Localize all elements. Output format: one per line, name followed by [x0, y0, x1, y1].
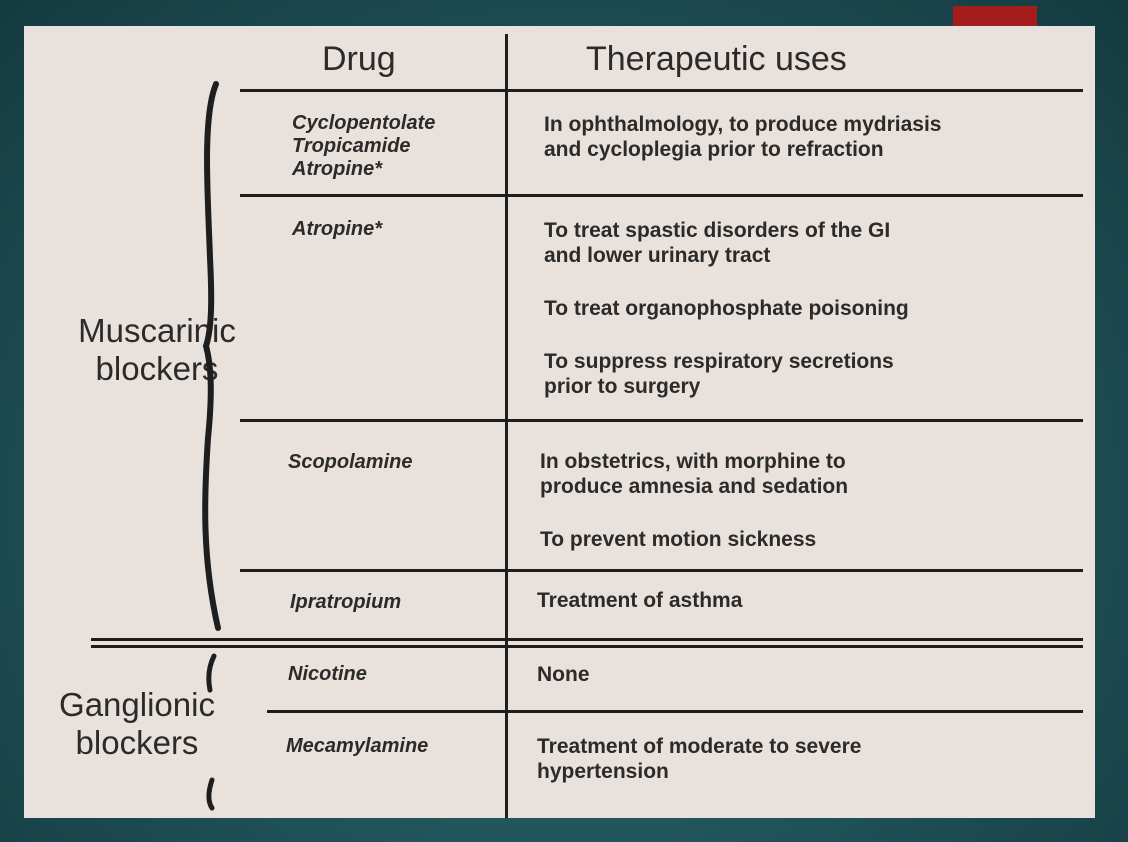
- row-rule: [240, 194, 1083, 197]
- drug-cell: Scopolamine: [288, 451, 413, 473]
- drug-cell: Atropine*: [292, 218, 382, 240]
- header-therapeutic-uses: Therapeutic uses: [586, 40, 847, 78]
- muscarinic-brace-icon: [202, 81, 221, 631]
- row-rule: [240, 569, 1083, 572]
- group-label-ganglionic: Ganglionic blockers: [59, 686, 215, 761]
- use-cell: None: [537, 663, 590, 686]
- use-cell: To prevent motion sickness: [540, 528, 817, 551]
- use-cell: To suppress respiratory secretions prior…: [544, 350, 894, 398]
- drug-cell: Cyclopentolate Tropicamide Atropine*: [292, 112, 436, 180]
- use-cell: To treat organophosphate poisoning: [544, 297, 909, 320]
- header-rule: [240, 89, 1083, 92]
- column-divider: [505, 34, 508, 818]
- use-cell: To treat spastic disorders of the GI and…: [544, 219, 891, 267]
- row-rule: [267, 710, 1083, 713]
- drug-cell: Nicotine: [288, 663, 367, 685]
- drug-cell: Mecamylamine: [286, 735, 429, 757]
- group-separator-rule: [91, 645, 1083, 648]
- use-cell: In ophthalmology, to produce mydriasis a…: [544, 113, 942, 161]
- accent-tab: [953, 6, 1037, 26]
- use-cell: Treatment of asthma: [537, 589, 743, 612]
- drug-table-slide: Drug Therapeutic uses Muscarinic blocker…: [24, 26, 1095, 818]
- row-rule: [240, 419, 1083, 422]
- group-separator-rule: [91, 638, 1083, 641]
- ganglionic-brace-icon: [206, 653, 217, 811]
- use-cell: Treatment of moderate to severe hyperten…: [537, 735, 862, 783]
- header-drug: Drug: [322, 40, 396, 78]
- drug-cell: Ipratropium: [290, 591, 402, 613]
- use-cell: In obstetrics, with morphine to produce …: [540, 450, 849, 498]
